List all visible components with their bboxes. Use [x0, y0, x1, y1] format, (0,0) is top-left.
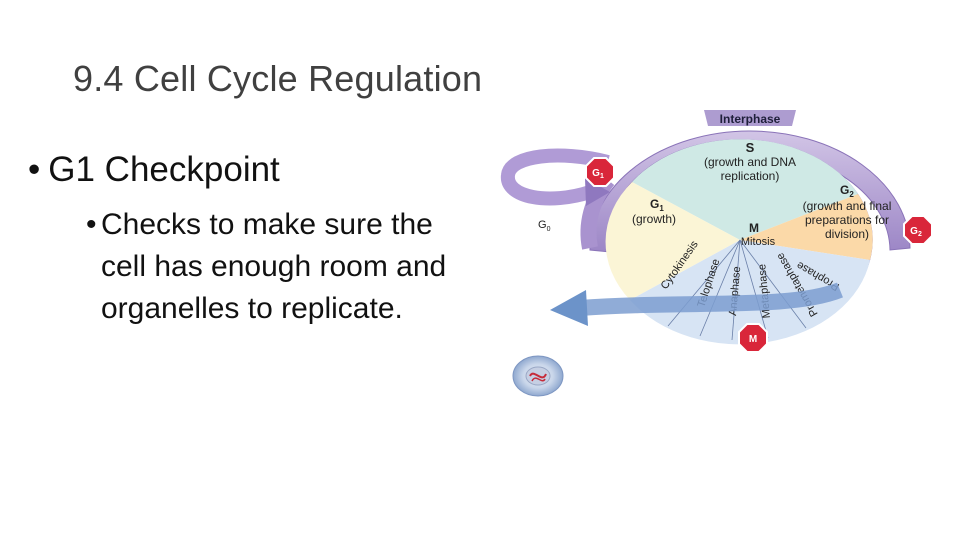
- m-checkpoint-stop-sign: M: [738, 323, 768, 353]
- g0-loop-arrow: [501, 148, 610, 206]
- cell-image: [512, 355, 564, 397]
- s-sector: [632, 139, 858, 240]
- mitosis-label: Mitosis: [741, 236, 776, 248]
- s-desc-line2: replication): [721, 169, 780, 183]
- interphase-banner: Interphase: [704, 110, 796, 126]
- g0-label: G0: [538, 219, 551, 233]
- sub-bullet-description: • Checks to make sure the cell has enoug…: [86, 204, 456, 330]
- s-label: S: [746, 140, 755, 155]
- svg-text:G2: G2: [910, 226, 922, 238]
- g2-desc-line2: preparations for: [805, 213, 889, 227]
- g1-desc: (growth): [632, 212, 676, 226]
- cycle-wheel: [605, 139, 873, 345]
- bullet-g1-checkpoint: •G1 Checkpoint: [28, 150, 280, 190]
- g2-desc-line3: division): [825, 227, 869, 241]
- slide-title: 9.4 Cell Cycle Regulation: [73, 58, 483, 99]
- g2-sector-label: G2: [840, 183, 854, 199]
- bullet-text: G1 Checkpoint: [48, 150, 280, 189]
- g2-desc-line1: (growth and final: [803, 199, 892, 213]
- s-desc-line1: (growth and DNA: [704, 155, 796, 169]
- svg-text:M: M: [749, 334, 757, 345]
- g1-sector: [605, 182, 740, 300]
- daughter-cell-arrow: [550, 282, 843, 326]
- svg-text:G1: G1: [592, 168, 604, 180]
- interphase-label: Interphase: [720, 112, 781, 126]
- m-sector-label: M: [749, 221, 759, 235]
- m-sector: [630, 240, 870, 345]
- cell-cycle-diagram: Interphase S (growth and DNA replication…: [501, 110, 933, 397]
- g1-sector-label: G1: [650, 197, 664, 213]
- g2-sector: [740, 194, 873, 260]
- sub-bullet-text: Checks to make sure the cell has enough …: [101, 208, 447, 325]
- g1-checkpoint-stop-sign: G1: [585, 157, 615, 187]
- g2-checkpoint-stop-sign: G2: [903, 215, 933, 245]
- bullet-dot: •: [86, 208, 97, 241]
- bullet-dot: •: [28, 150, 41, 189]
